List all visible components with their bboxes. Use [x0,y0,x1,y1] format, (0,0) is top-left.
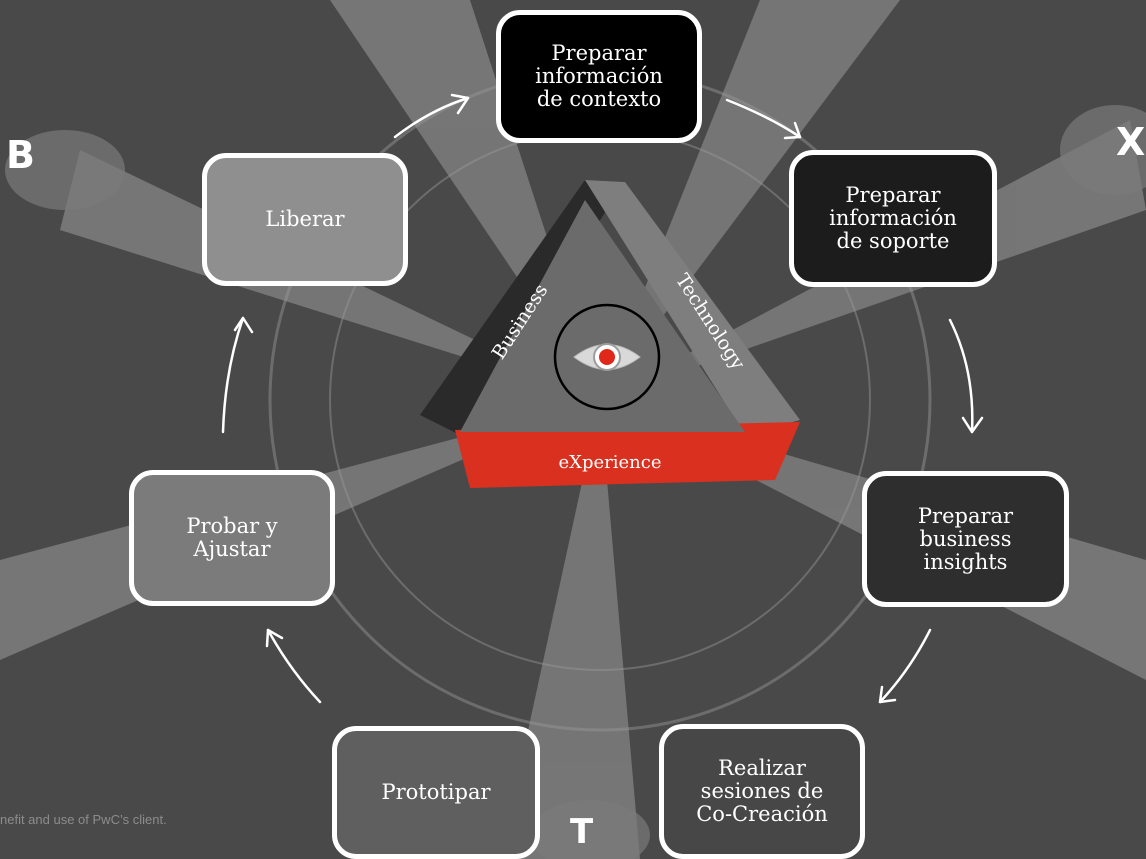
step-label: Liberar [265,207,345,231]
arrow-probar-to-liberar [221,316,245,434]
step-preparar-soporte: Preparar información de soporte [789,150,997,287]
experience-band [455,422,800,488]
background-letter-b: B [6,133,35,177]
step-preparar-insights: Preparar business insights [862,471,1069,607]
experience-label: eXperience [559,452,662,473]
background-letter-t: T [570,812,594,852]
step-probar-ajustar: Probar y Ajustar [129,470,335,606]
step-label: Preparar información de soporte [829,183,957,253]
arrow-head-2 [783,121,802,140]
three-sided-triangle [420,180,800,488]
step-sesiones-cocreacion: Realizar sesiones de Co-Creación [659,724,865,859]
technology-band [585,180,800,435]
step-label: Preparar información de contexto [535,41,663,111]
arrow-insights-to-cocreacion [878,628,932,704]
arrow-liberar-to-contexto [393,96,470,139]
step-liberar: Liberar [202,153,408,286]
step-label: Probar y Ajustar [186,514,278,561]
arrow-prototipar-to-probar [266,628,322,704]
arrow-head-4 [878,685,897,704]
step-preparar-contexto: Preparar información de contexto [496,10,702,143]
arrow-soporte-to-insights [948,318,974,434]
background-letter-x: X [1116,120,1146,164]
arrow-contexto-to-soporte [725,98,802,139]
step-label: Preparar business insights [917,503,1014,574]
eye-icon [553,303,661,411]
arrow-head-3 [961,416,984,434]
step-label: Prototipar [381,780,491,804]
arrow-head-1 [450,93,470,115]
arrow-head-5 [265,628,284,648]
arrow-head-6 [233,316,254,334]
footer-disclaimer: nefit and use of PwC’s client. [0,812,167,827]
step-prototipar: Prototipar [332,726,540,859]
step-label: Realizar sesiones de Co-Creación [696,756,828,826]
